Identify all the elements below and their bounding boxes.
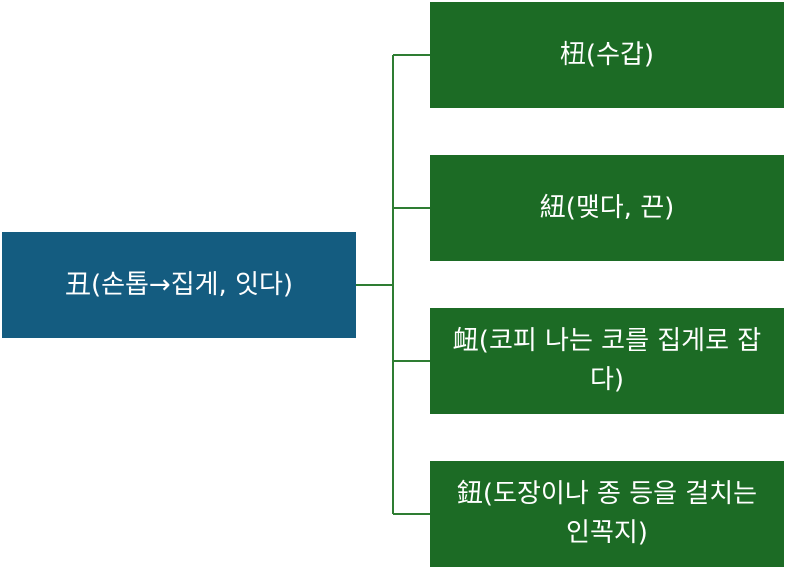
child-node-label: 杻(수갑) <box>559 39 655 70</box>
child-node-label: 衄(코피 나는 코를 집게로 잡다) <box>452 326 762 395</box>
root-node: 丑(손톱→집게, 잇다) <box>2 232 356 338</box>
child-node-2: 紐(맺다, 끈) <box>430 155 784 261</box>
child-node-1: 杻(수갑) <box>430 2 784 108</box>
child-node-label: 鈕(도장이나 종 등을 걸치는 인꼭지) <box>456 479 758 548</box>
child-node-label: 紐(맺다, 끈) <box>539 192 675 223</box>
root-node-label: 丑(손톱→집게, 잇다) <box>64 269 294 300</box>
child-node-4: 鈕(도장이나 종 등을 걸치는 인꼭지) <box>430 461 784 567</box>
child-node-3: 衄(코피 나는 코를 집게로 잡다) <box>430 308 784 414</box>
